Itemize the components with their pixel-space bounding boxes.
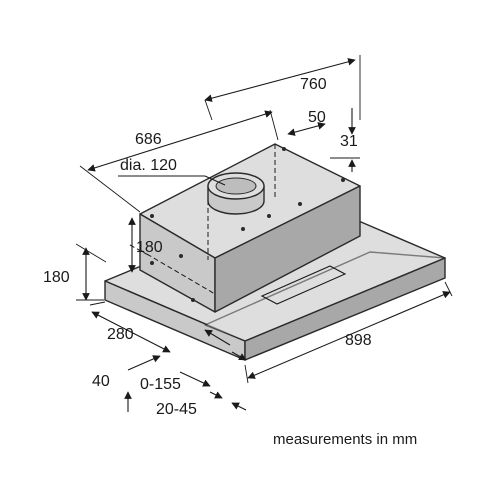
hidden-edges bbox=[129, 144, 276, 295]
hood-body-side bbox=[214, 185, 361, 313]
dim-180-outer: 180 bbox=[43, 269, 70, 286]
dim-40: 40 bbox=[92, 373, 110, 390]
dim-180-inner: 180 bbox=[136, 239, 163, 256]
measurements-note: measurements in mm bbox=[273, 431, 417, 448]
dim-50: 50 bbox=[308, 109, 326, 126]
dim-760: 760 bbox=[300, 76, 327, 93]
dim-898: 898 bbox=[345, 332, 372, 349]
dim-0-155: 0-155 bbox=[140, 376, 181, 393]
dim-280: 280 bbox=[107, 326, 134, 343]
dim-20-45: 20-45 bbox=[156, 401, 197, 418]
duct-collar bbox=[207, 172, 265, 215]
dim-686: 686 bbox=[135, 131, 162, 148]
dim-dia-120: dia. 120 bbox=[120, 157, 177, 174]
dimension-lines bbox=[75, 55, 453, 412]
screw-dots bbox=[150, 147, 345, 302]
dim-31: 31 bbox=[340, 133, 358, 150]
